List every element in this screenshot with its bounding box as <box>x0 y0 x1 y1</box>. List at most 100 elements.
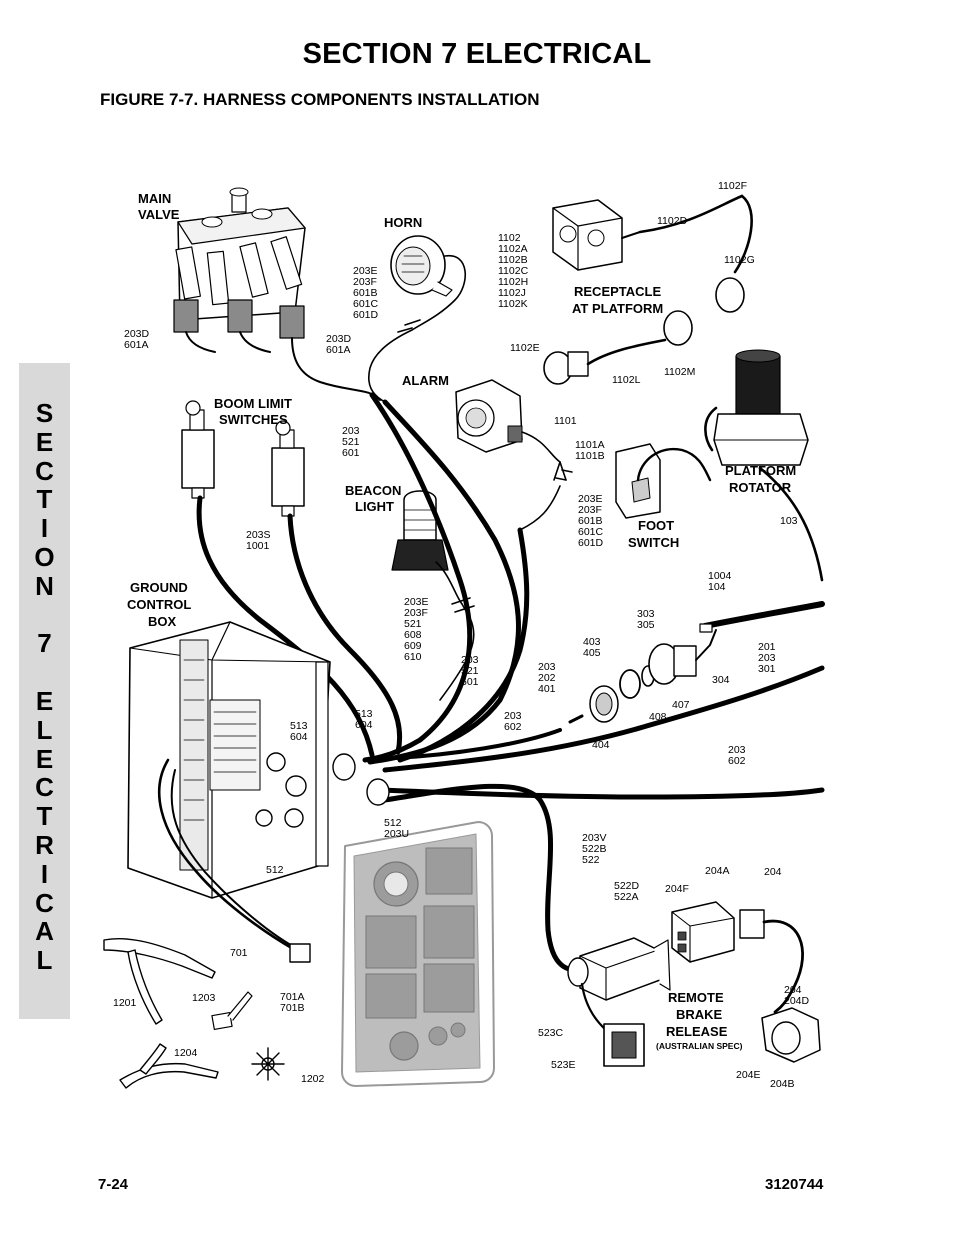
label-beacon-1: BEACON <box>345 483 401 498</box>
label-australian-spec: (AUSTRALIAN SPEC) <box>656 1041 743 1051</box>
part-label-p203e-horn: 203F <box>353 276 377 288</box>
small-jumpers <box>397 319 573 613</box>
part-label-p203-521-601-b: 521 <box>461 665 479 677</box>
part-label-p701: 701 <box>230 947 248 959</box>
side-tab-letter: R <box>35 829 54 860</box>
label-remote-brake-1: REMOTE <box>668 990 724 1005</box>
side-tab-letter: I <box>40 858 49 889</box>
part-label-p404: 404 <box>592 739 610 751</box>
part-label-p103: 103 <box>780 515 798 527</box>
part-label-p1102f: 1102F <box>718 180 747 192</box>
page-number: 7-24 <box>98 1176 129 1193</box>
part-label-p204: 204 <box>764 866 782 878</box>
part-label-p403-405: 403 <box>583 636 601 648</box>
part-label-p1102m: 1102M <box>664 366 695 378</box>
part-label-p1102-list: 1102C <box>498 265 529 277</box>
part-label-p1102d: 1102D <box>657 215 688 227</box>
label-boom-limit-1: BOOM LIMIT <box>214 396 292 411</box>
side-tab-letter: T <box>36 801 53 832</box>
part-label-p203e-horn: 601D <box>353 309 379 321</box>
control-panel-drawing <box>341 821 495 1087</box>
alarm-drawing <box>455 379 567 531</box>
part-label-p204-204d: 204 <box>784 984 802 996</box>
part-label-p203e-beacon: 203F <box>404 607 428 619</box>
part-label-p1102-list: 1102 <box>498 232 521 244</box>
part-label-p1102g: 1102G <box>724 254 755 266</box>
part-label-p1102-list: 1102J <box>498 287 526 299</box>
document-number: 3120744 <box>765 1176 824 1193</box>
part-label-p204-204d: 204D <box>784 995 810 1007</box>
label-main-valve-1: MAIN <box>138 191 171 206</box>
main-harness-cables <box>196 392 825 973</box>
part-label-p203e-beacon: 608 <box>404 629 422 641</box>
label-receptacle-2: AT PLATFORM <box>572 301 663 316</box>
part-label-p201-203-301: 203 <box>758 652 776 664</box>
part-label-p522d: 522A <box>614 891 639 903</box>
label-remote-brake-3: RELEASE <box>666 1024 728 1039</box>
part-label-p512-203u: 512 <box>384 817 402 829</box>
main-valve-drawing <box>173 187 381 401</box>
part-label-p203e-alarm: 601C <box>578 526 604 538</box>
side-tab-letter: I <box>40 513 49 544</box>
part-label-p512: 512 <box>266 864 284 876</box>
remote-brake-release-drawing <box>567 901 821 1067</box>
platform-rotator-drawing <box>704 349 824 582</box>
part-label-p408: 408 <box>649 711 667 723</box>
part-label-p204a: 204A <box>705 865 730 877</box>
part-label-p203e-alarm: 203F <box>578 504 602 516</box>
part-label-p303-305: 303 <box>637 608 655 620</box>
part-label-p1203: 1203 <box>192 992 216 1004</box>
part-label-p522d: 522D <box>614 880 640 892</box>
side-tab-letter: C <box>35 455 54 486</box>
part-label-p203e-alarm: 203E <box>578 493 603 505</box>
part-label-p204b: 204B <box>770 1078 795 1090</box>
part-label-p203-602-b: 602 <box>728 755 746 767</box>
side-tab-letter: N <box>35 570 54 601</box>
part-label-p203-602-a: 602 <box>504 721 522 733</box>
part-label-p204e: 204E <box>736 1069 761 1081</box>
part-label-p203d-601a-l: 601A <box>124 339 149 351</box>
part-label-p203e-beacon: 610 <box>404 651 422 663</box>
label-ground-box-3: BOX <box>148 614 177 629</box>
part-label-p1004-104: 104 <box>708 581 726 593</box>
part-label-p203d-601a-l: 203D <box>124 328 150 340</box>
part-label-p203e-horn: 601C <box>353 298 379 310</box>
part-label-p203-521-601-a: 203 <box>342 425 360 437</box>
part-label-p513-604-b: 513 <box>355 708 373 720</box>
label-platform-rotator-2: ROTATOR <box>729 480 792 495</box>
part-label-p303-305: 305 <box>637 619 655 631</box>
part-label-p203-202-401: 202 <box>538 672 556 684</box>
part-label-p203-202-401: 401 <box>538 683 556 695</box>
part-label-p201-203-301: 301 <box>758 663 776 675</box>
part-label-p203s-1001: 1001 <box>246 540 270 552</box>
part-label-p1102l: 1102L <box>612 374 641 386</box>
figure-title: FIGURE 7-7. HARNESS COMPONENTS INSTALLAT… <box>100 90 540 109</box>
part-label-p203d-601a-r: 203D <box>326 333 352 345</box>
part-label-p203v: 203V <box>582 832 607 844</box>
part-label-p304: 304 <box>712 674 730 686</box>
part-label-p203-521-601-b: 601 <box>461 676 479 688</box>
side-tab-letter: E <box>35 426 54 457</box>
part-label-p203-521-601-a: 521 <box>342 436 360 448</box>
side-tab-letter: T <box>36 484 53 515</box>
part-label-p203e-beacon: 521 <box>404 618 422 630</box>
label-receptacle-1: RECEPTACLE <box>574 284 661 299</box>
part-label-p203v: 522 <box>582 854 600 866</box>
connector-chain-drawing <box>589 623 717 723</box>
part-label-p203v: 522B <box>582 843 607 855</box>
tools-drawing <box>103 937 285 1089</box>
part-label-p403-405: 405 <box>583 647 601 659</box>
part-label-p203e-beacon: 203E <box>404 596 429 608</box>
boom-limit-switches-drawing <box>181 400 305 517</box>
label-beacon-2: LIGHT <box>355 499 394 514</box>
part-label-p523c: 523C <box>538 1027 564 1039</box>
label-foot-switch-1: FOOT <box>638 518 674 533</box>
label-ground-box-2: CONTROL <box>127 597 191 612</box>
part-label-p203s-1001: 203S <box>246 529 271 541</box>
side-tab-letter: E <box>35 743 54 774</box>
part-label-p1201: 1201 <box>113 997 137 1009</box>
part-label-p701ab: 701B <box>280 1002 305 1014</box>
side-tab-letter: C <box>35 772 54 803</box>
part-label-p204f: 204F <box>665 883 689 895</box>
